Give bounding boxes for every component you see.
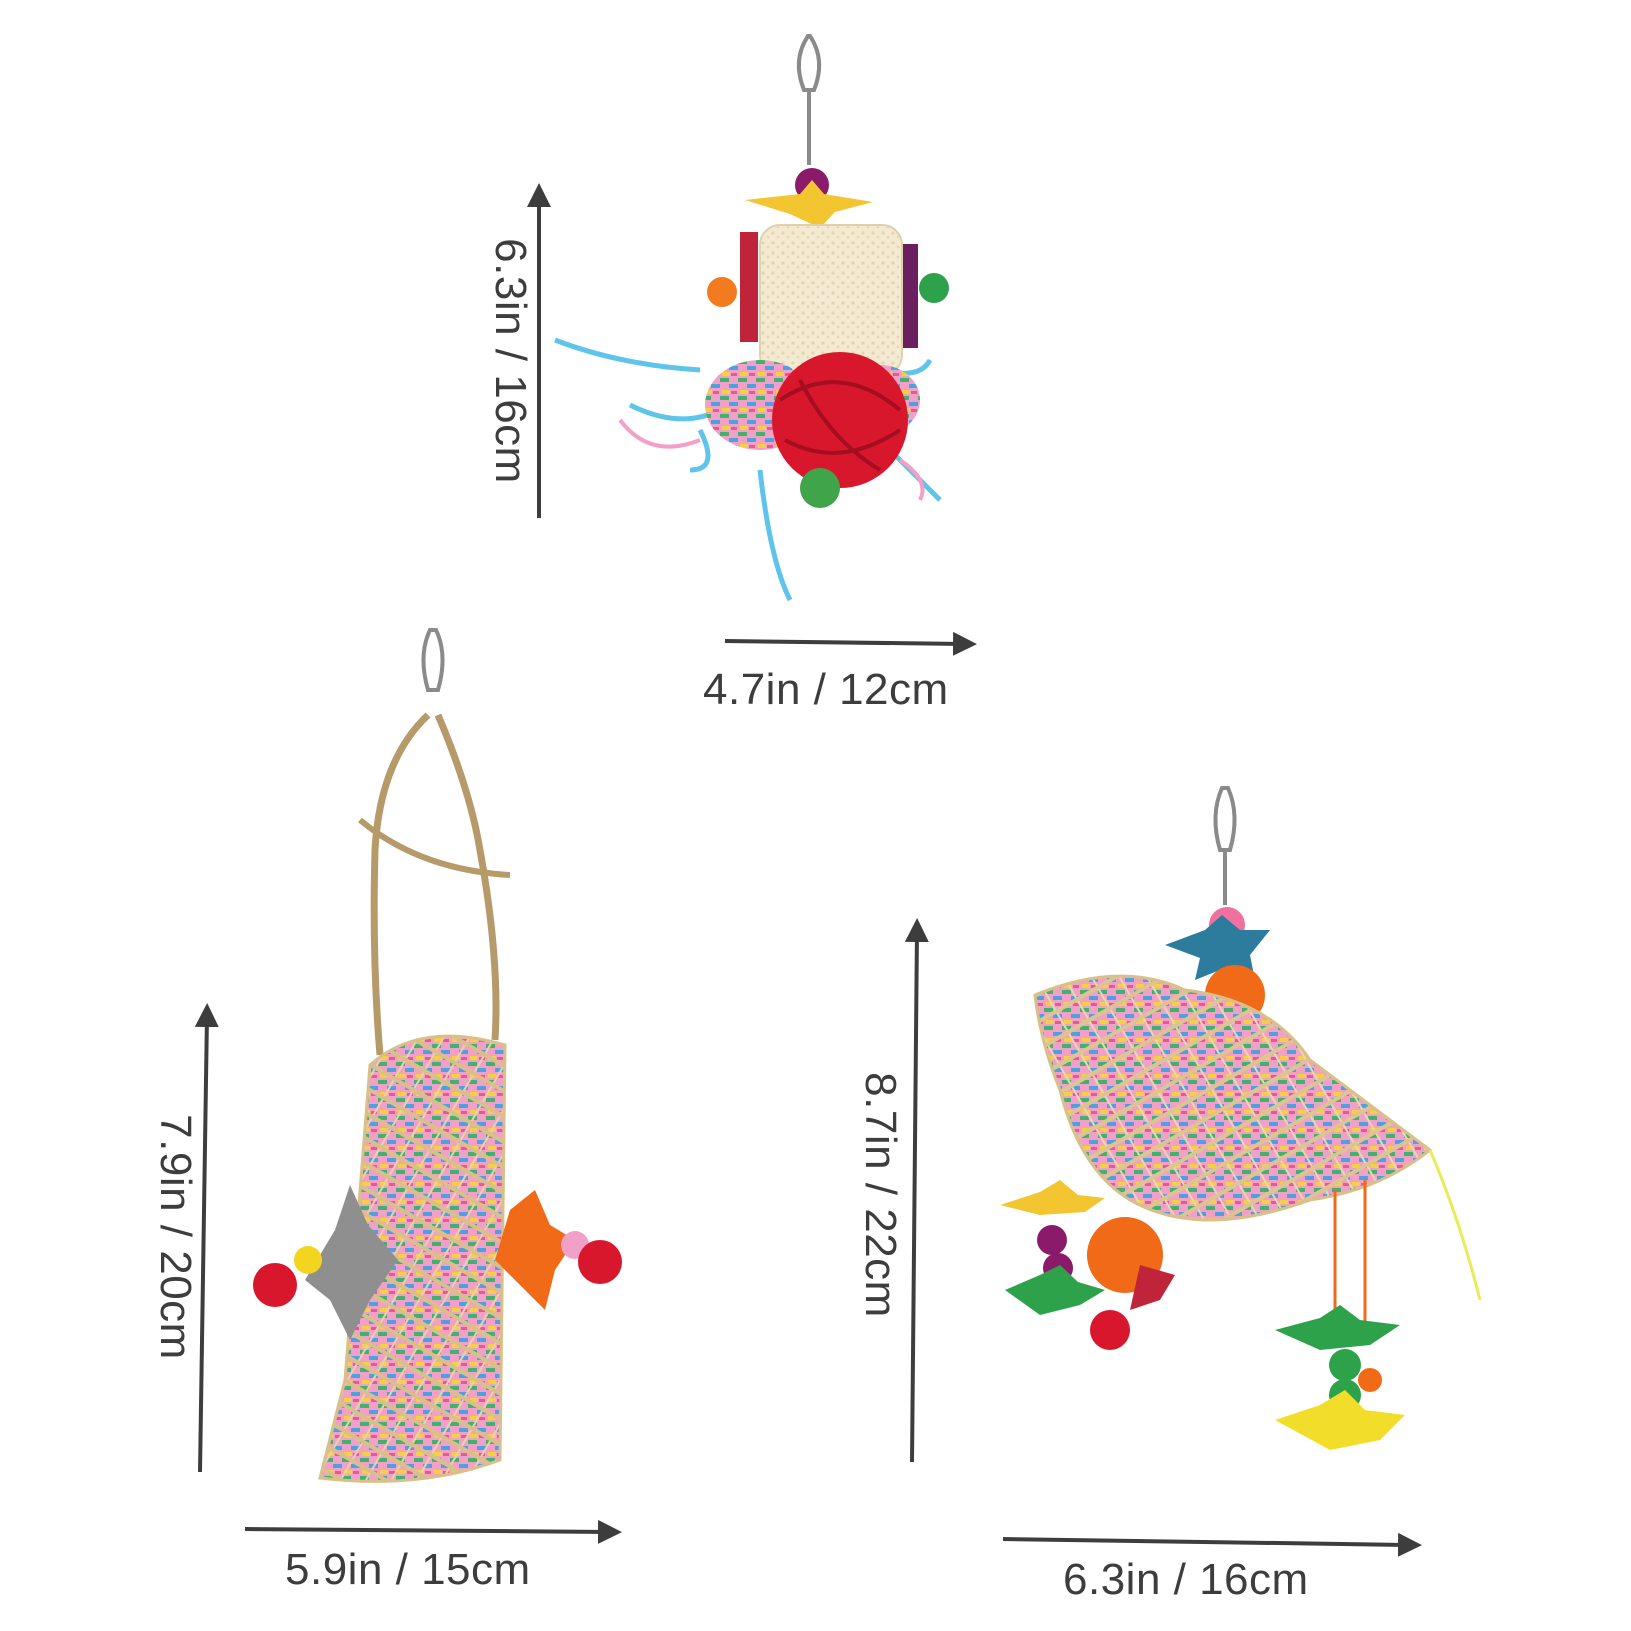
height-arrow-2 [194,1003,219,1473]
height-label-3: 8.7in / 22cm [856,1072,905,1318]
width-label-1: 4.7in / 12cm [703,665,949,714]
height-label-1: 6.3in / 16cm [486,238,535,484]
width-arrow-3 [1002,1532,1422,1557]
height-label-2: 7.9in / 20cm [151,1114,200,1360]
width-arrow-1 [724,631,977,656]
width-arrow-2 [244,1519,622,1544]
woven-tube-bird-toy-icon [253,628,622,1483]
width-label-2: 5.9in / 15cm [285,1545,531,1594]
height-arrow-3 [904,918,929,1463]
loofah-bird-toy-icon [554,34,949,602]
woven-boat-bird-toy-icon [1000,786,1482,1450]
width-label-3: 6.3in / 16cm [1063,1555,1309,1604]
